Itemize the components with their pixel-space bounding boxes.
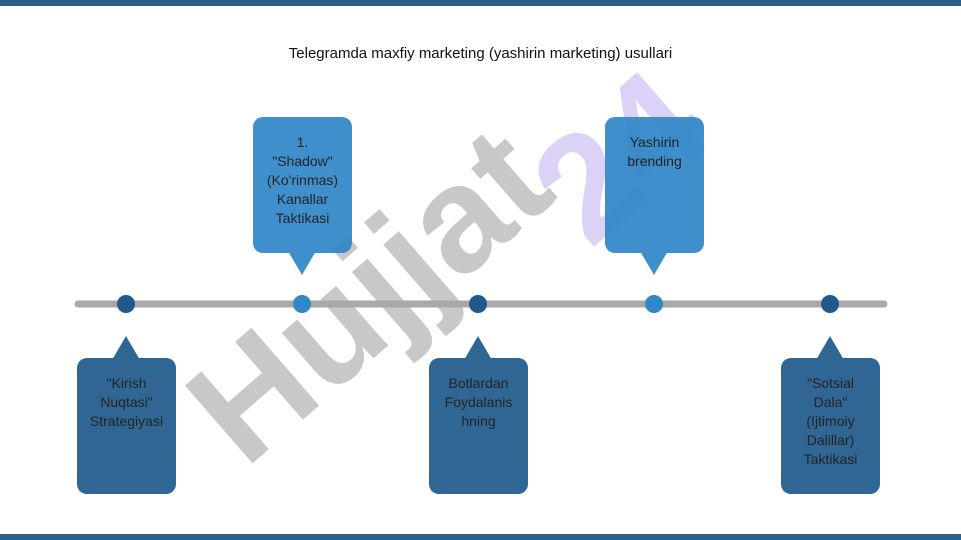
timeline-card-label: "Sotsial Dala" (Ijtimoiy Dalillar) Takti… [803, 375, 858, 467]
timeline-card-label: 1. "Shadow" (Ko'rinmas) Kanallar Taktika… [266, 134, 339, 226]
timeline-node-2 [293, 295, 311, 313]
page-title: Telegramda maxfiy marketing (yashirin ma… [288, 45, 673, 62]
timeline-card-5: "Sotsial Dala" (Ijtimoiy Dalillar) Takti… [781, 336, 880, 494]
timeline-card-label: Botlardan Foydalanis hning [444, 375, 513, 429]
top-frame-bar [0, 0, 961, 6]
bottom-frame-bar [0, 534, 961, 540]
timeline-node-4 [645, 295, 663, 313]
timeline-node-1 [117, 295, 135, 313]
timeline-card-3: Botlardan Foydalanis hning [429, 336, 528, 494]
timeline-card-1: "Kirish Nuqtasi" Strategiyasi [77, 336, 176, 494]
timeline-card-4: Yashirin brending [605, 117, 704, 275]
timeline-card-label: Yashirin brending [627, 134, 682, 169]
timeline-card-label: "Kirish Nuqtasi" Strategiyasi [89, 375, 164, 429]
timeline-node-5 [821, 295, 839, 313]
timeline-node-3 [469, 295, 487, 313]
timeline-nodes [117, 295, 839, 313]
timeline-card-2: 1. "Shadow" (Ko'rinmas) Kanallar Taktika… [253, 117, 352, 275]
